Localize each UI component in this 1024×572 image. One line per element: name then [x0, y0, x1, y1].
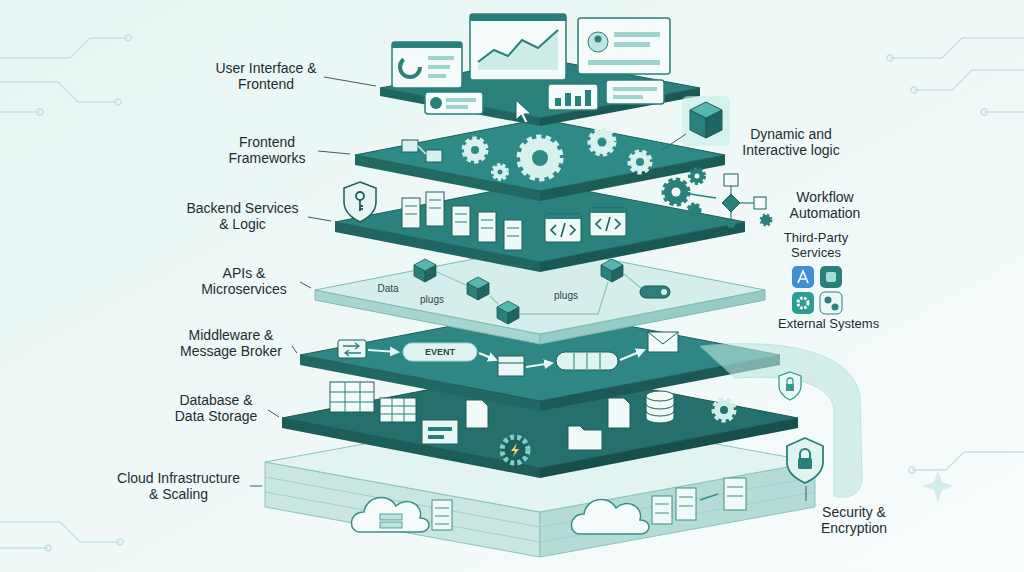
app-icons: [792, 266, 842, 314]
layer-label: Frontend Frameworks: [222, 134, 312, 166]
database-cylinder: [646, 391, 674, 423]
layer-label: APIs & Microservices: [194, 265, 294, 297]
cloud-icon: [351, 497, 429, 532]
icon-text: EVENT: [417, 347, 463, 357]
folder-icon: [568, 426, 602, 450]
code-window: [545, 208, 626, 242]
leader-lines: [250, 77, 806, 501]
callout-label: Dynamic and Interactive logic: [736, 126, 846, 158]
layer-label: User Interface & Frontend: [214, 60, 318, 92]
screen-panel: [606, 80, 664, 104]
server-rack: [432, 500, 452, 530]
spreadsheet-icon: [330, 382, 416, 422]
circuit-traces: [0, 35, 1024, 551]
window-icon: [422, 420, 458, 444]
envelope-icon: [648, 332, 678, 352]
layer-label: Database & Data Storage: [170, 392, 262, 424]
screen-panel: [470, 14, 566, 80]
document-icon: [608, 398, 630, 428]
server-rack: [652, 478, 746, 524]
callout-label: Third-Party Services: [770, 231, 862, 261]
screen-panel: [548, 84, 598, 110]
box-icon: [498, 356, 524, 376]
layer-label: Cloud Infrastructure & Scaling: [113, 470, 244, 502]
sparkle: [922, 470, 954, 502]
interactive-cube: [682, 96, 730, 146]
shield-key-icon: [344, 182, 376, 222]
screen-panel: [392, 42, 462, 88]
server-towers: [402, 192, 522, 250]
callout-label: Security & Encryption: [812, 504, 896, 536]
document-icon: [466, 400, 488, 428]
layer-label: Backend Services & Logic: [183, 200, 302, 232]
queue-cylinder: [556, 352, 618, 370]
workflow-icon: [664, 169, 771, 228]
event-tube: [403, 343, 477, 361]
callout-label: Workflow Automation: [782, 189, 868, 221]
layer-label: Middleware & Message Broker: [176, 327, 286, 359]
icon-text: Data: [371, 283, 405, 295]
callout-label: External Systems: [778, 317, 898, 332]
pointer-cursor: [516, 100, 531, 123]
gear-icon: [714, 400, 734, 420]
icon-text: plugs: [547, 290, 585, 302]
power-gear: [502, 437, 528, 463]
switch-icon: [338, 340, 366, 358]
security-ribbon: [700, 344, 862, 497]
icon-text: plugs: [413, 294, 451, 306]
plug-connector: [640, 286, 670, 298]
screen-panel: [578, 18, 670, 74]
cloud-icon: [571, 499, 649, 534]
component-block: [402, 140, 418, 152]
leader-line: [662, 134, 686, 150]
gear-set: [464, 130, 650, 179]
ui-layer: [380, 14, 700, 126]
screen-panel: [425, 92, 483, 114]
